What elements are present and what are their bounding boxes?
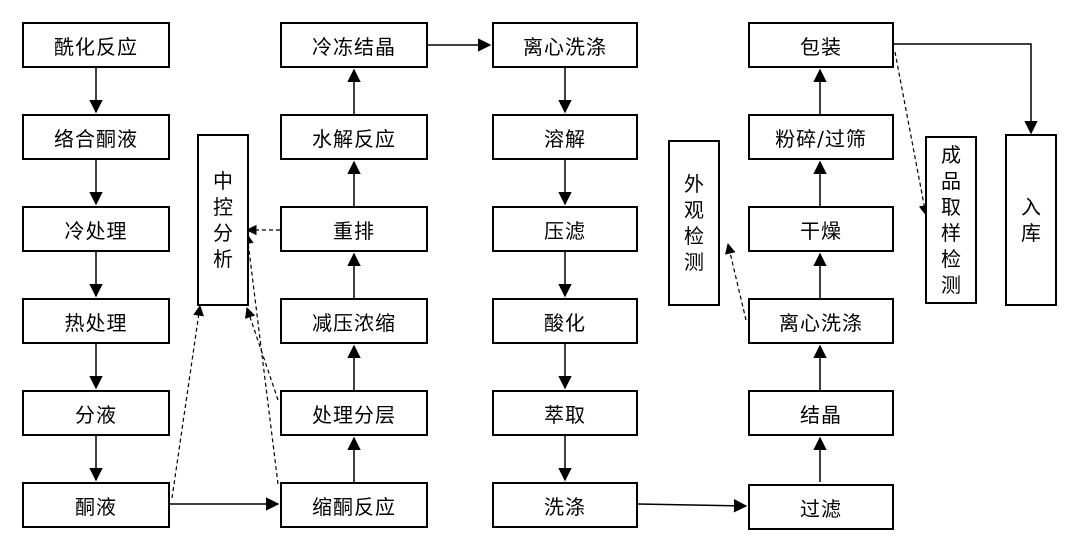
dashed-arrow-wash-to-appearance: [724, 242, 747, 321]
finished-sample-inspection: 成品取样检测: [925, 136, 977, 304]
dashed-arrow-pack-to-sampling: [894, 51, 930, 217]
step-rearrangement: 重排: [280, 206, 428, 252]
step-centrifuge-wash-2: 离心洗涤: [748, 298, 894, 344]
warehouse-storage: 入库: [1005, 134, 1057, 306]
step-drying: 干燥: [748, 206, 894, 252]
step-complex-ketone: 络合酮液: [22, 114, 170, 160]
appearance-inspection: 外观检测: [668, 140, 720, 306]
mid-control-analysis: 中控分析: [197, 134, 249, 306]
appearance-label: 外观检测: [684, 172, 704, 274]
step-vacuum-concentration: 减压浓缩: [280, 298, 428, 344]
step-ketal-reaction: 缩酮反应: [280, 482, 428, 528]
step-layer-treatment: 处理分层: [280, 390, 428, 436]
storage-label: 入库: [1021, 195, 1041, 245]
step-freeze-crystallization: 冷冻结晶: [280, 22, 428, 68]
step-crystallization: 结晶: [748, 390, 894, 436]
step-packaging: 包装: [748, 22, 894, 68]
step-extract: 萃取: [492, 390, 638, 436]
arrow-to-storage: [894, 43, 1038, 135]
step-heat-treatment: 热处理: [22, 298, 170, 344]
step-dissolve: 溶解: [492, 114, 638, 160]
step-cold-treatment: 冷处理: [22, 206, 170, 252]
dashed-arrow-ketone-to-control: [171, 304, 204, 499]
step-hydrolysis: 水解反应: [280, 114, 428, 160]
step-press-filter: 压滤: [492, 206, 638, 252]
dashed-arrow-layer-to-control: [244, 306, 279, 401]
step-centrifuge-wash-1: 离心洗涤: [492, 22, 638, 68]
step-wash: 洗涤: [492, 482, 638, 528]
sampling-label: 成品取样检测: [941, 143, 961, 297]
step-acidify: 酸化: [492, 298, 638, 344]
dashed-arrow-condense-to-control: [242, 232, 279, 485]
mid-control-label: 中控分析: [213, 169, 233, 271]
step-crush-sieve: 粉碎/过筛: [748, 114, 894, 160]
step-separation: 分液: [22, 390, 170, 436]
step-ketone-liquid: 酮液: [22, 482, 170, 528]
arrow-c3-to-c4: [637, 499, 748, 513]
step-acylation: 酰化反应: [22, 22, 170, 68]
step-filtration: 过滤: [748, 484, 894, 530]
